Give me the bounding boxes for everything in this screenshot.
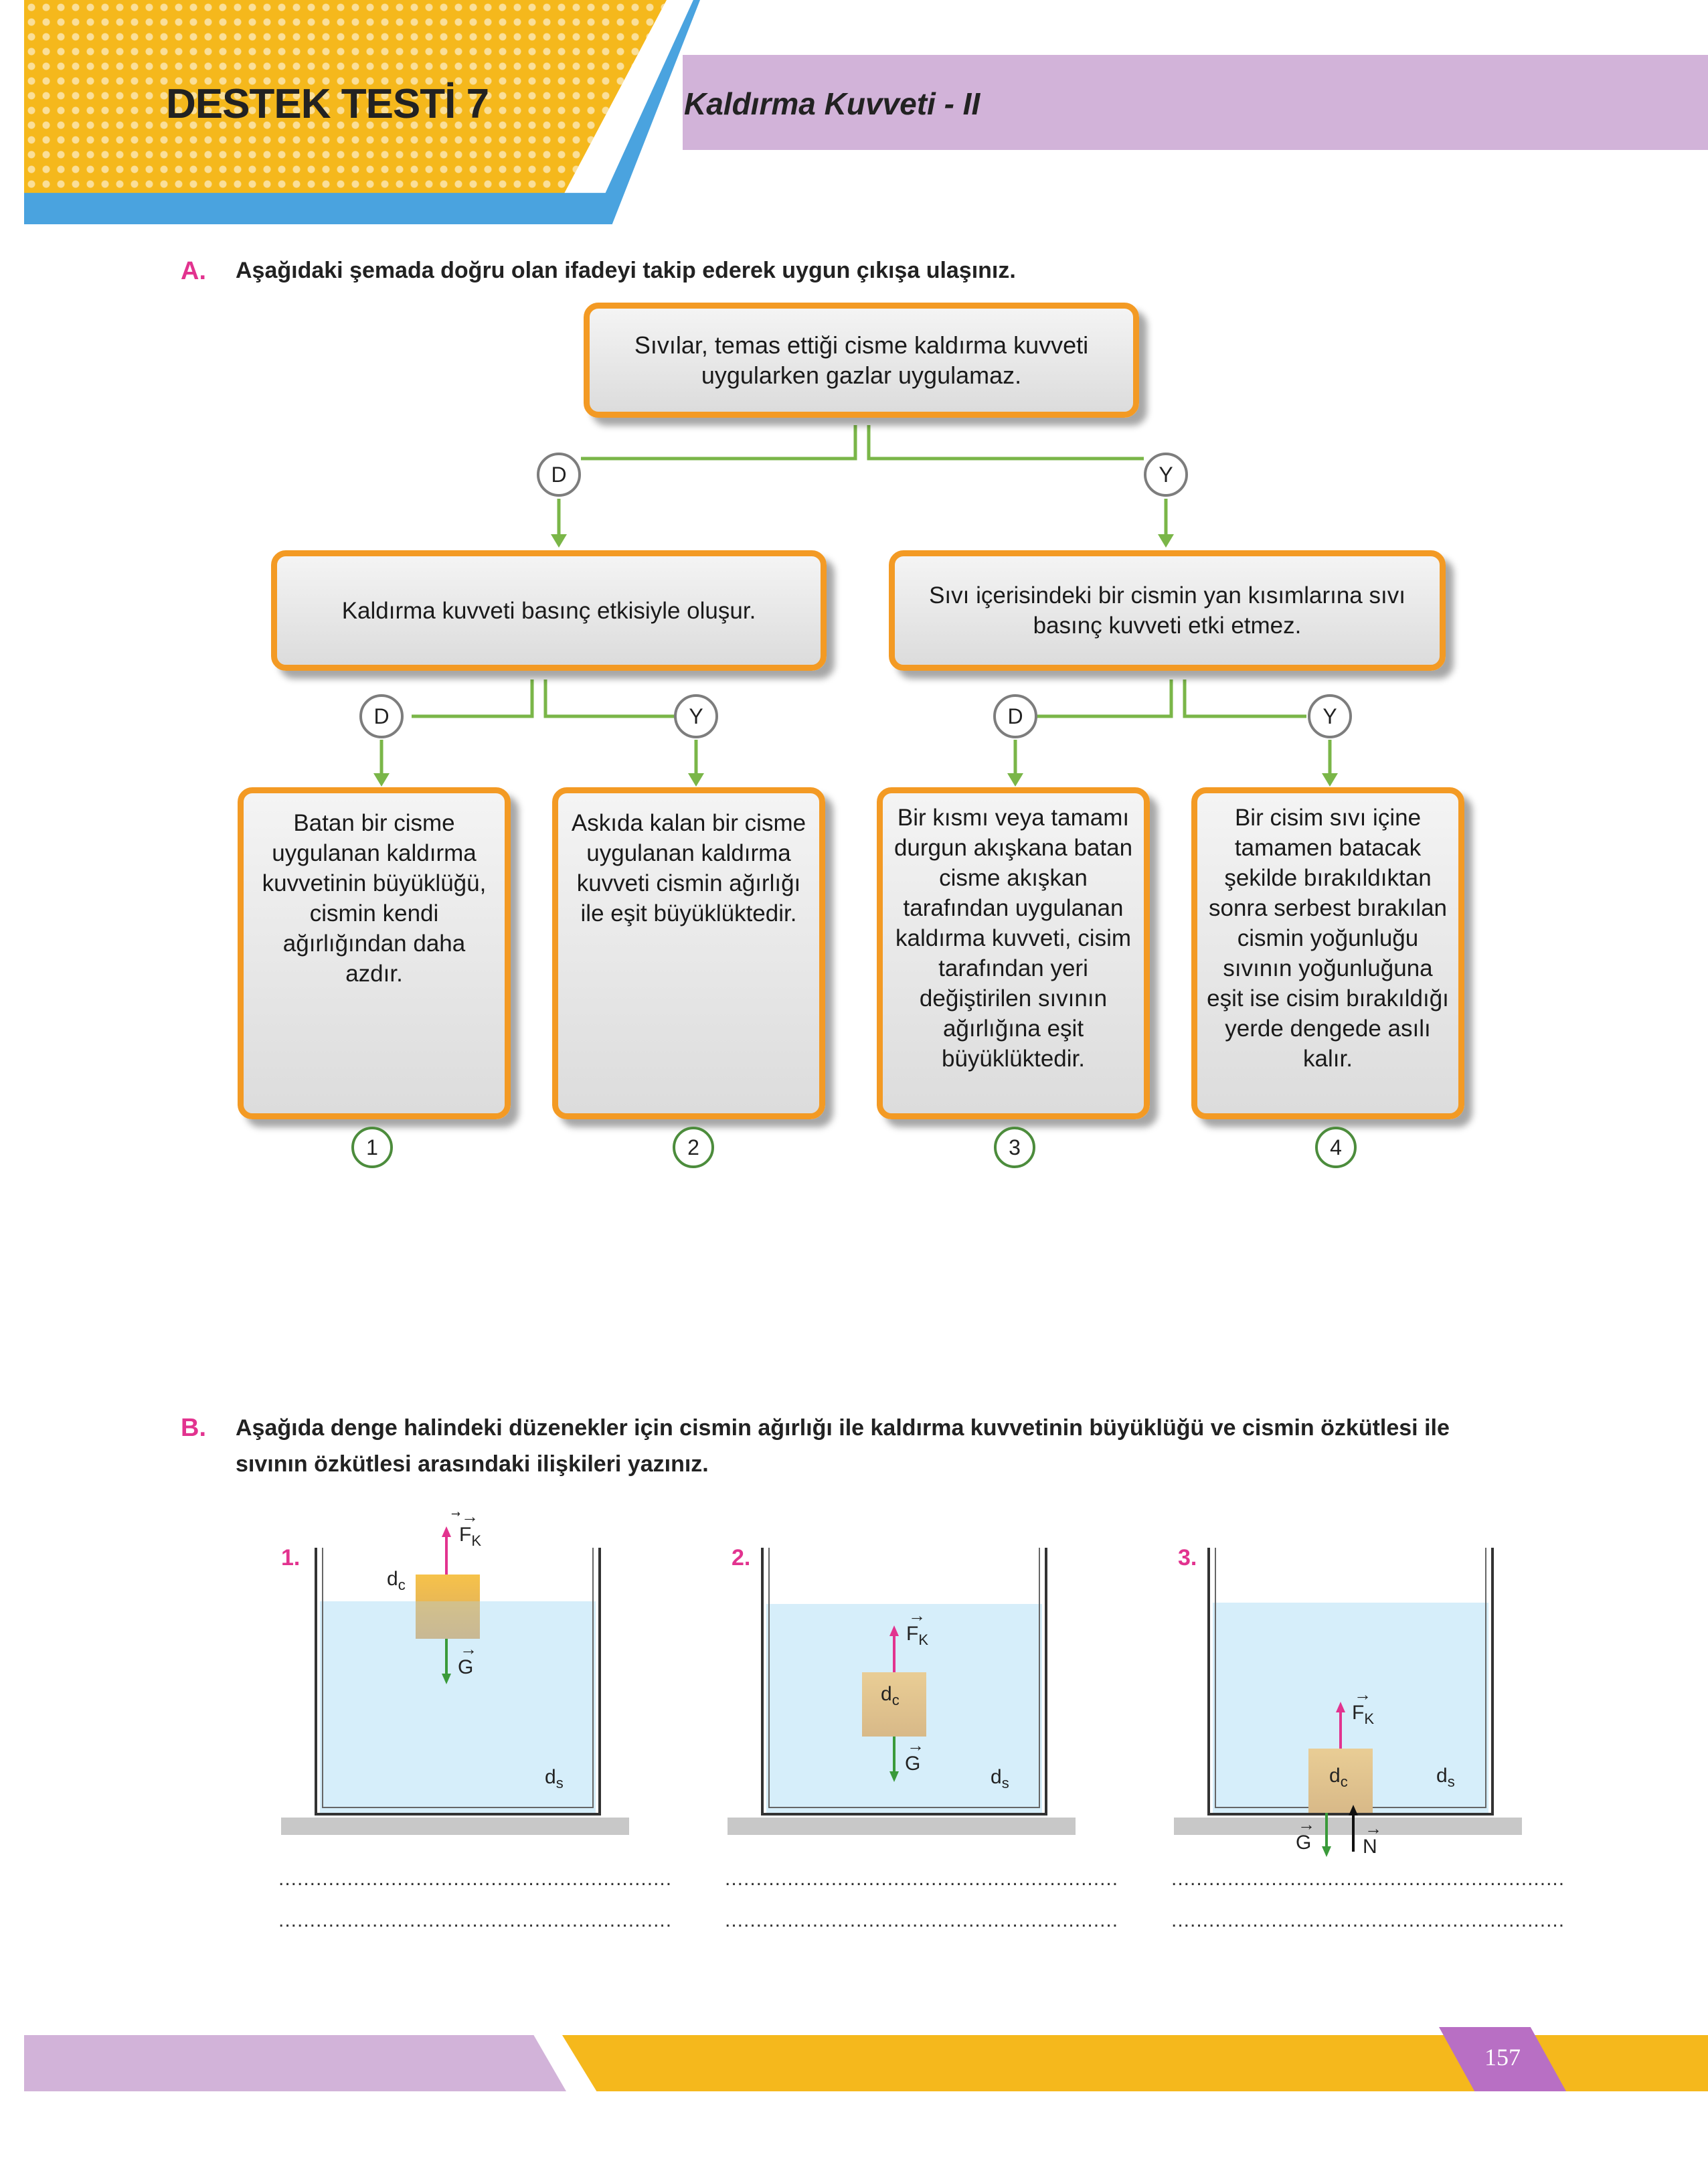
output-number-2: 2 [673, 1127, 714, 1168]
section-a-letter: A. [181, 257, 206, 285]
page-number: 157 [1484, 2044, 1521, 2071]
page-subtitle: Kaldırma Kuvveti - II [684, 86, 980, 121]
answer-line-3a[interactable]: ........................................… [1171, 1868, 1565, 1890]
output-box-1: Batan bir cisme uygulanan kaldırma kuvve… [238, 787, 511, 1119]
right-true-label: D [993, 694, 1037, 738]
answer-line-1a[interactable]: ........................................… [278, 1868, 673, 1890]
header-dot-pattern [24, 0, 667, 194]
answer-line-2b[interactable]: ........................................… [725, 1909, 1119, 1931]
p2-buoyancy-label: →FK [906, 1605, 929, 1648]
root-false-label: Y [1144, 453, 1188, 497]
p1-object-density-label: dc [387, 1568, 406, 1593]
output-number-1: 1 [351, 1127, 393, 1168]
p3-object-density-label: dc [1329, 1765, 1348, 1790]
p2-weight-label: →G [905, 1735, 924, 1775]
header-purple-band [683, 55, 1708, 150]
p3-weight-label: →G [1296, 1814, 1315, 1854]
answer-line-1b[interactable]: ........................................… [278, 1909, 673, 1931]
page-title: DESTEK TESTİ 7 [166, 81, 489, 127]
section-b-instruction-2: sıvının özkütlesi arasındaki ilişkileri … [236, 1451, 709, 1477]
flowchart-connectors [373, 425, 1338, 787]
output-box-3: Bir kısmı veya tamamı durgun akışkana ba… [877, 787, 1150, 1119]
output-number-4: 4 [1315, 1127, 1357, 1168]
answer-line-3b[interactable]: ........................................… [1171, 1909, 1565, 1931]
flow-left-box: Kaldırma kuvveti basınç etkisiyle oluşur… [271, 550, 827, 671]
flow-root-box: Sıvılar, temas ettiği cisme kaldırma kuv… [584, 303, 1139, 418]
p3-normal-label: →N [1363, 1818, 1382, 1858]
right-false-label: Y [1308, 694, 1352, 738]
output-number-3: 3 [994, 1127, 1035, 1168]
p1-weight-label: →G [458, 1639, 477, 1678]
experiment-drawings [281, 1526, 1522, 1857]
section-b-letter: B. [181, 1414, 206, 1442]
panel-number-2: 2. [732, 1545, 751, 1570]
panel-number-1: 1. [281, 1545, 301, 1570]
flow-right-box: Sıvı içerisindeki bir cismin yan kısımla… [889, 550, 1446, 671]
panel-number-3: 3. [1178, 1545, 1197, 1570]
p2-object-density-label: dc [881, 1683, 900, 1708]
section-b-instruction-1: Aşağıda denge halindeki düzenekler için … [236, 1415, 1450, 1441]
p3-buoyancy-label: →FK [1352, 1684, 1375, 1727]
p1-buoyancy-label: ⃗→FK [459, 1506, 482, 1549]
p2-liquid-density-label: ds [991, 1766, 1009, 1791]
p1-liquid-density-label: ds [545, 1766, 564, 1791]
answer-line-2a[interactable]: ........................................… [725, 1868, 1119, 1890]
output-box-2: Askıda kalan bir cisme uygulanan kaldırm… [552, 787, 825, 1119]
section-a-instruction: Aşağıdaki şemada doğru olan ifadeyi taki… [236, 258, 1016, 283]
p3-liquid-density-label: ds [1436, 1765, 1455, 1790]
left-false-label: Y [674, 694, 718, 738]
left-true-label: D [359, 694, 404, 738]
root-true-label: D [537, 453, 581, 497]
footer-purple-band [24, 2035, 566, 2091]
output-box-4: Bir cisim sıvı içine tamamen batacak şek… [1191, 787, 1464, 1119]
